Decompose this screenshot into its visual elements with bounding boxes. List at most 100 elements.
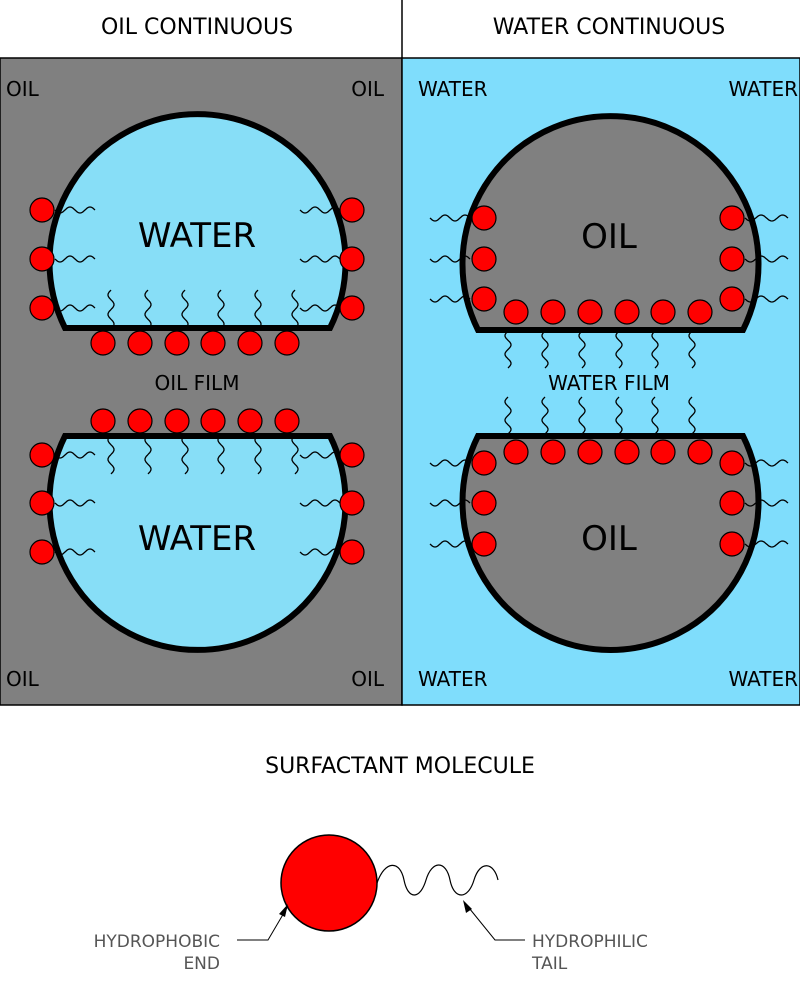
- surfactant-tail: [578, 330, 586, 369]
- surfactant-head: [29, 246, 55, 272]
- surfactant-tail: [688, 330, 696, 369]
- surfactant-tail: [217, 434, 225, 475]
- left-corner-label-bottom-left: OIL: [6, 667, 40, 691]
- left-upper-water-droplet: [46, 111, 349, 331]
- surfactant-head: [339, 246, 365, 272]
- right-corner-label-top-right: WATER: [728, 77, 798, 101]
- surfactant-tail: [299, 304, 341, 312]
- legend-head-label-line2: END: [183, 954, 220, 974]
- surfactant-head: [719, 531, 745, 557]
- right-corner-label-bottom-right: WATER: [728, 667, 798, 691]
- surfactant-head: [471, 246, 497, 272]
- surfactant-tail: [107, 434, 115, 475]
- surfactant-head: [237, 330, 263, 356]
- surfactant-head: [540, 299, 566, 325]
- surfactant-tail: [291, 434, 299, 475]
- legend-head-label-line1: HYDROPHOBIC: [94, 932, 220, 952]
- surfactant-head: [719, 205, 745, 231]
- left-corner-label-top-left: OIL: [6, 77, 40, 101]
- surfactant-tail: [299, 499, 341, 507]
- surfactant-head: [719, 246, 745, 272]
- surfactant-head: [471, 450, 497, 476]
- surfactant-tail: [615, 396, 623, 435]
- surfactant-tail: [144, 289, 152, 330]
- surfactant-head: [29, 490, 55, 516]
- surfactant-tail: [299, 206, 341, 214]
- surfactant-head: [471, 205, 497, 231]
- surfactant-molecules: [29, 197, 789, 565]
- surfactant-head: [339, 490, 365, 516]
- surfactant-tail: [299, 255, 341, 263]
- surfactant-tail: [615, 330, 623, 369]
- surfactant-tail: [299, 451, 341, 459]
- surfactant-head: [687, 299, 713, 325]
- surfactant-tail: [181, 289, 189, 330]
- surfactant-tail: [144, 434, 152, 475]
- surfactant-tail: [744, 499, 789, 507]
- surfactant-head: [540, 439, 566, 465]
- surfactant-tail: [254, 434, 262, 475]
- surfactant-tail: [744, 295, 789, 303]
- surfactant-head: [650, 299, 676, 325]
- surfactant-head: [29, 442, 55, 468]
- left-panel-title: OIL CONTINUOUS: [101, 15, 293, 40]
- surfactant-tail: [54, 451, 96, 459]
- surfactant-tail: [54, 548, 96, 556]
- left-lower-droplet-label: WATER: [138, 519, 256, 559]
- surfactant-head: [29, 539, 55, 565]
- surfactant-head: [339, 442, 365, 468]
- surfactant-head: [274, 408, 300, 434]
- water-film-label: WATER FILM: [548, 371, 670, 395]
- right-panel-title: WATER CONTINUOUS: [493, 15, 726, 40]
- legend-tail-arrowhead: [463, 900, 472, 913]
- surfactant-tail: [54, 255, 96, 263]
- surfactant-tail: [578, 396, 586, 435]
- legend-hydrophilic-tail: [376, 864, 499, 896]
- left-corner-label-top-right: OIL: [351, 77, 385, 101]
- surfactant-head: [339, 539, 365, 565]
- right-upper-droplet-label: OIL: [581, 217, 637, 257]
- left-lower-water-droplet: [46, 433, 349, 653]
- surfactant-head: [200, 330, 226, 356]
- surfactant-tail: [744, 214, 789, 222]
- surfactant-head: [164, 408, 190, 434]
- surfactant-tail: [54, 206, 96, 214]
- surfactant-head: [614, 299, 640, 325]
- surfactant-head: [237, 408, 263, 434]
- surfactant-tail: [291, 289, 299, 330]
- surfactant-tail: [429, 459, 471, 467]
- surfactant-tail: [429, 255, 471, 263]
- legend-tail-label-line1: HYDROPHILIC: [532, 932, 648, 952]
- surfactant-head: [471, 531, 497, 557]
- legend-head-arrow: [237, 905, 289, 941]
- surfactant-head: [719, 450, 745, 476]
- surfactant-tail: [744, 459, 789, 467]
- surfactant-head: [471, 490, 497, 516]
- surfactant-head: [90, 330, 116, 356]
- legend-hydrophobic-head: [280, 834, 378, 932]
- oil-film-label: OIL FILM: [155, 371, 240, 395]
- surfactant-tail: [651, 396, 659, 435]
- surfactant-tail: [254, 289, 262, 330]
- surfactant-head: [503, 299, 529, 325]
- surfactant-head: [719, 286, 745, 312]
- surfactant-tail: [541, 330, 549, 369]
- right-corner-label-bottom-left: WATER: [418, 667, 488, 691]
- surfactant-tail: [541, 396, 549, 435]
- surfactant-head: [90, 408, 116, 434]
- surfactant-head: [127, 330, 153, 356]
- surfactant-head: [339, 295, 365, 321]
- surfactant-head: [339, 197, 365, 223]
- right-lower-oil-droplet: [459, 433, 762, 653]
- surfactant-head: [200, 408, 226, 434]
- surfactant-head: [650, 439, 676, 465]
- surfactant-tail: [217, 289, 225, 330]
- surfactant-tail: [54, 499, 96, 507]
- legend-tail-arrow: [464, 902, 525, 941]
- surfactant-tail: [181, 434, 189, 475]
- surfactant-head: [577, 299, 603, 325]
- legend-tail-label-line2: TAIL: [531, 954, 568, 974]
- left-upper-droplet-label: WATER: [138, 216, 256, 256]
